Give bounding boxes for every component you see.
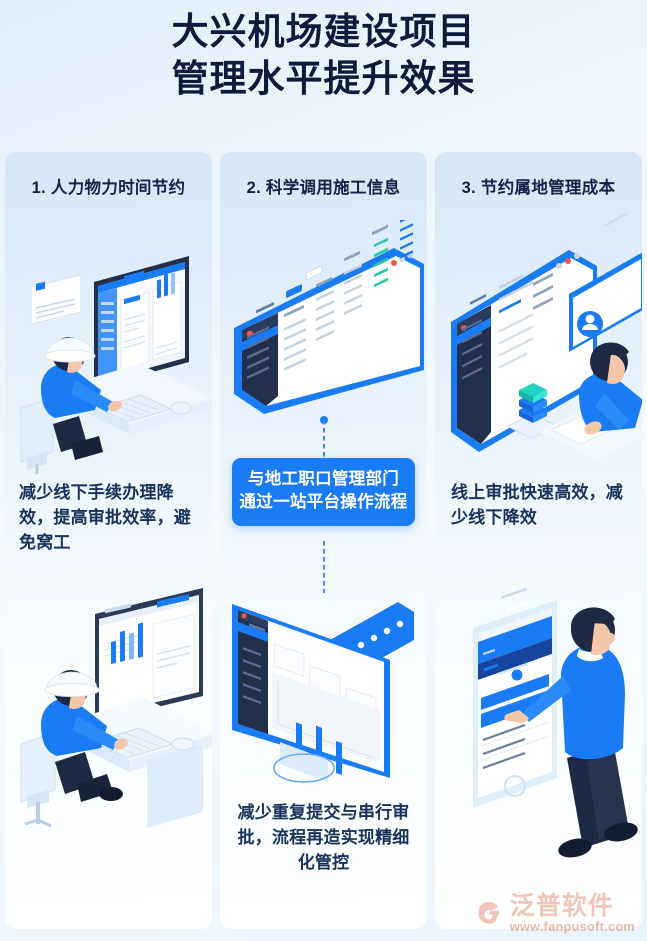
callout-line-2: 通过一站平台操作流程 xyxy=(239,493,408,512)
watermark-url: www.fanpusoft.com xyxy=(509,919,635,934)
center-callout: 与地工职口管理部门 通过一站平台操作流程 xyxy=(232,458,415,526)
column-1-body-text: 减少线下手续办理降效，提高审批效率，避免窝工 xyxy=(19,483,191,553)
watermark-logo: 泛普软件 www.fanpusoft.com xyxy=(474,891,635,934)
illustration-worker-with-chart-monitor xyxy=(7,584,212,869)
column-2-body-text: 减少重复提交与串行审批，流程再造实现精细化管控 xyxy=(237,803,410,873)
column-card-3: 3. 节约属地管理成本 xyxy=(435,152,642,929)
illustration-person-tapping-phone xyxy=(439,580,642,870)
callout-line-1: 与地工职口管理部门 xyxy=(247,470,400,488)
column-1-heading: 1. 人力物力时间节约 xyxy=(31,179,186,197)
column-2-heading: 2. 科学调用施工信息 xyxy=(246,179,401,197)
illustration-browser-data-table xyxy=(220,220,427,420)
column-card-1: 1. 人力物力时间节约 xyxy=(5,152,212,929)
connector-line-bottom xyxy=(322,541,325,593)
illustration-browser-profile-user xyxy=(435,214,642,476)
column-3-heading: 3. 节约属地管理成本 xyxy=(461,179,616,197)
illustration-monitor-dashboard-bubble xyxy=(220,582,427,807)
brand-mark-icon xyxy=(478,902,500,924)
page-title: 大兴机场建设项目 管理水平提升效果 xyxy=(0,8,647,103)
columns-container: 1. 人力物力时间节约 xyxy=(5,152,642,929)
column-card-2: 2. 科学调用施工信息 xyxy=(220,152,427,929)
column-3-body-text: 线上审批快速高效，减少线下降效 xyxy=(451,483,623,528)
page-title-line-1: 大兴机场建设项目 xyxy=(171,11,476,52)
illustration-worker-at-desktop xyxy=(9,212,212,477)
page-title-line-2: 管理水平提升效果 xyxy=(171,58,476,100)
watermark-brand: 泛普软件 xyxy=(509,891,614,920)
connector-line-top xyxy=(322,420,325,460)
